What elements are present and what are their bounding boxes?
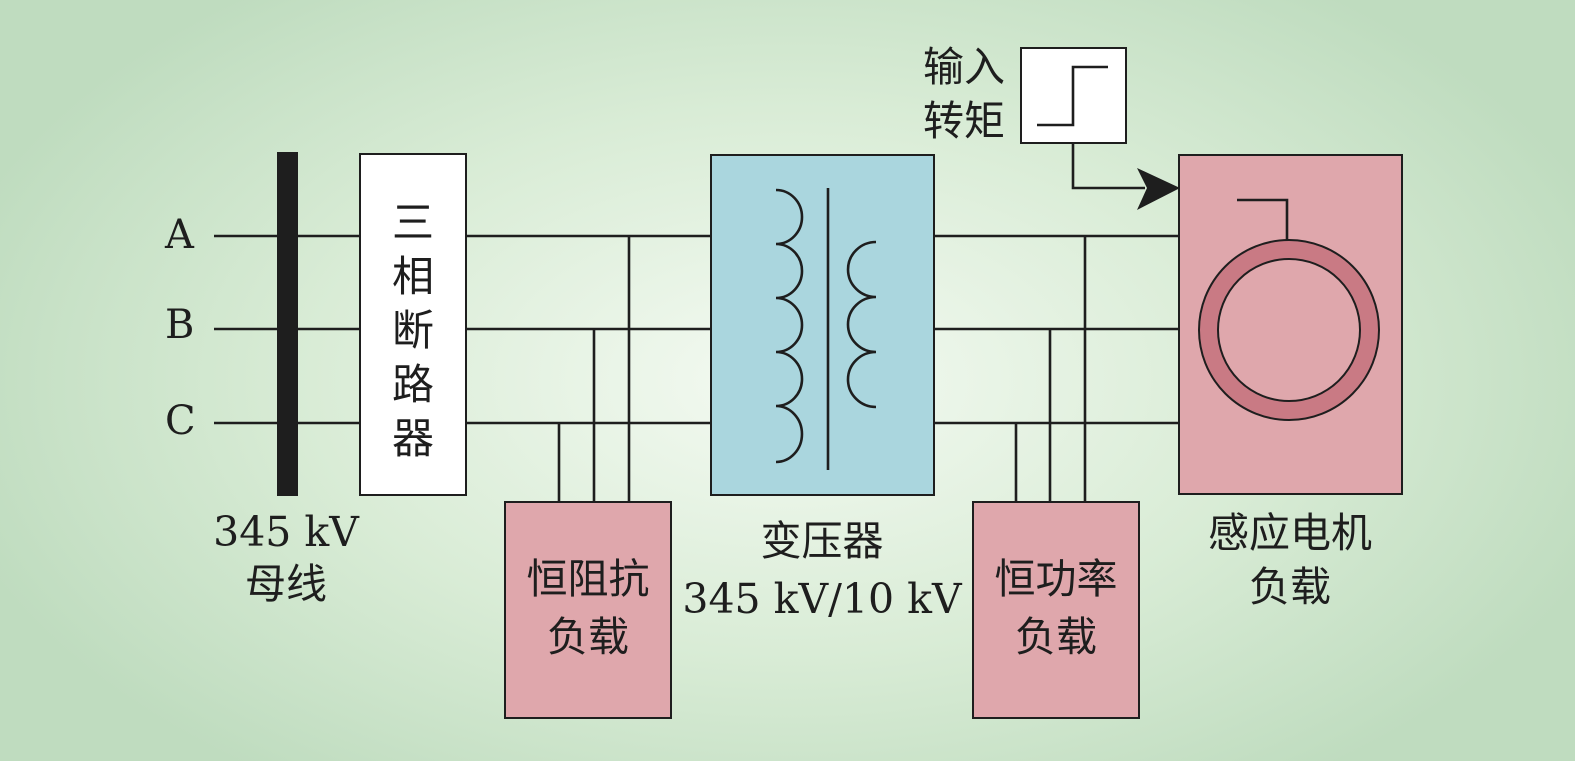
phase-label-c: C: [165, 398, 196, 444]
arrow-right-icon: [1137, 168, 1180, 210]
breaker-label: 三相断路器: [391, 198, 434, 463]
torque-input-line1: 输入: [923, 43, 1005, 91]
step-function-icon: [1037, 65, 1108, 127]
impedance-load-line2: 负载: [547, 613, 629, 661]
phase-wires: [214, 234, 1180, 425]
transformer-ratio: 345 kV/10 kV: [682, 575, 962, 623]
transformer-box: [710, 154, 935, 496]
impedance-load-line1: 恒阻抗: [526, 555, 650, 603]
breaker-box: [359, 153, 467, 496]
transformer-name: 变压器: [760, 517, 884, 565]
power-load-taps: [1014, 236, 1087, 503]
torque-input-line2: 转矩: [923, 97, 1005, 145]
motor-shaft-icon: [1237, 198, 1289, 240]
secondary-winding-icon: [846, 240, 877, 409]
motor-load-line2: 负载: [1249, 563, 1331, 611]
bus-name: 母线: [245, 560, 327, 608]
torque-input-label: 输入 转矩: [912, 40, 1016, 148]
power-load-line1: 恒功率: [994, 555, 1118, 603]
phase-label-b: B: [165, 302, 195, 348]
motor-load-line1: 感应电机: [1208, 509, 1372, 557]
bus-bar: [277, 152, 298, 496]
bus-voltage: 345 kV: [213, 508, 359, 556]
motor-load-label: 感应电机 负载: [1180, 506, 1400, 614]
impedance-load-taps: [557, 236, 631, 503]
phase-label-a: A: [165, 212, 194, 258]
motor-rotor-icon: [1217, 258, 1361, 402]
torque-signal-wire: [1071, 143, 1145, 190]
transformer-label: 变压器 345 kV/10 kV: [672, 512, 972, 628]
impedance-load-label: 恒阻抗 负载: [505, 550, 671, 666]
impedance-load-box: [504, 501, 672, 719]
bus-label: 345 kV 母线: [196, 506, 376, 610]
power-load-label: 恒功率 负载: [973, 550, 1139, 666]
power-load-box: [972, 501, 1140, 719]
power-load-line2: 负载: [1015, 613, 1097, 661]
primary-winding-icon: [775, 188, 804, 464]
